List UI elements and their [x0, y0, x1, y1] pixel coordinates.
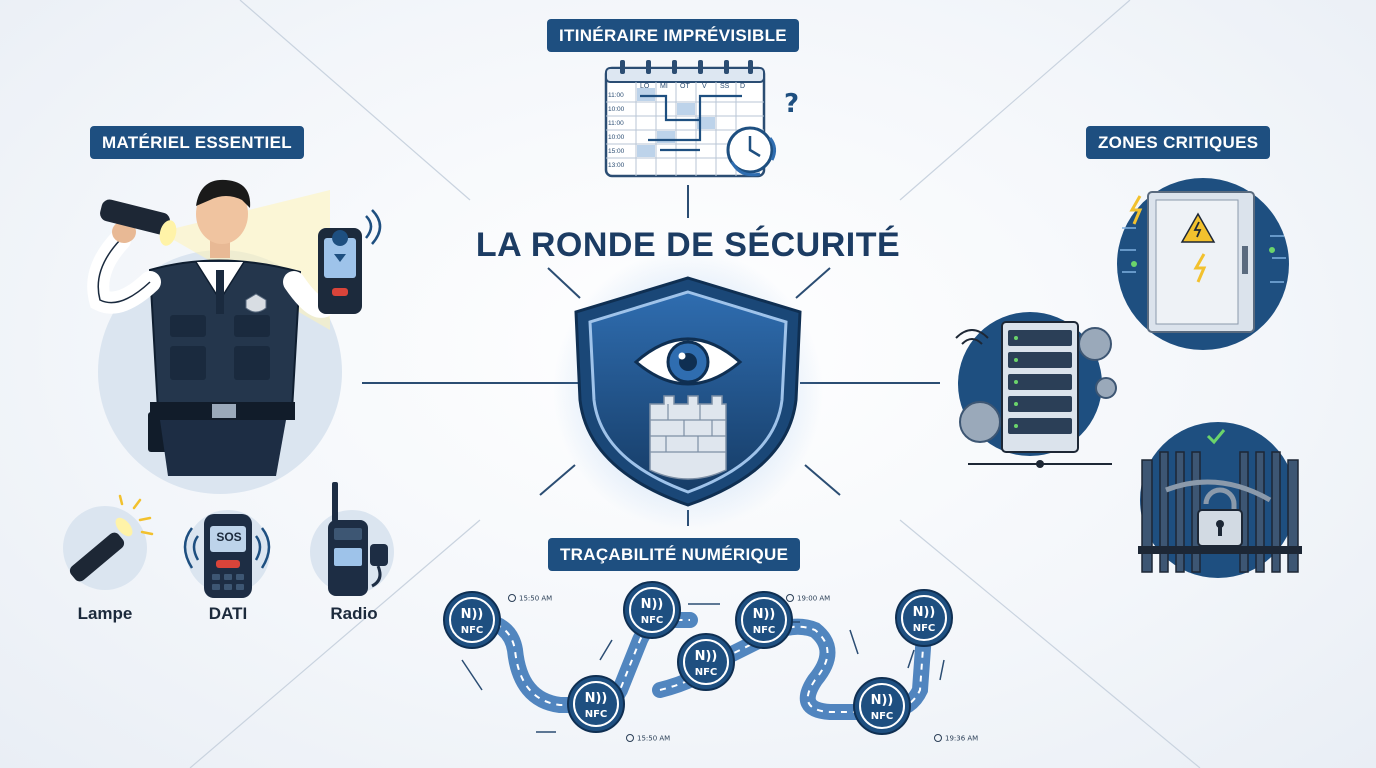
- flashlight-icon: [63, 494, 154, 590]
- nfc-checkpoint-icon: N)) NFC: [443, 591, 501, 649]
- nfc-checkpoint-icon: N)) NFC: [623, 581, 681, 639]
- nfc-checkpoint-icon: N)) NFC: [735, 591, 793, 649]
- nfc-nodes: N))NFCN))NFCN))NFCN))NFCN))NFCN))NFCN))N…: [443, 581, 953, 735]
- equipment-label-lampe: Lampe: [77, 604, 133, 623]
- nfc-checkpoint-icon: N)) NFC: [895, 589, 953, 647]
- nfc-label: NFC: [695, 667, 718, 678]
- connector-top-right: [795, 267, 831, 299]
- equipment-label-radio: Radio: [330, 604, 378, 623]
- calendar-day: LO: [640, 83, 650, 90]
- nfc-timestamp-text: 15:50 AM: [637, 735, 670, 743]
- connector-bottom-left: [539, 464, 576, 496]
- calendar-day: OT: [680, 83, 690, 90]
- section-label-materiel: MATÉRIEL ESSENTIEL: [90, 126, 304, 159]
- calendar-time: 11:00: [608, 92, 624, 99]
- connector-bottom-right: [804, 464, 841, 496]
- section-label-tracabilite: TRAÇABILITÉ NUMÉRIQUE: [548, 538, 801, 571]
- nfc-checkpoint-icon: N)) NFC: [567, 675, 625, 733]
- nfc-timestamp: 15:50 AM: [626, 734, 670, 743]
- calendar-day: SS: [720, 83, 730, 90]
- electrical-cabinet-icon: [1117, 178, 1289, 350]
- calendar-time: 11:00: [608, 120, 624, 127]
- calendar-day: V: [702, 83, 707, 90]
- calendar-time-column: 11:00 10:00 11:00 10:00 15:00 13:00: [608, 92, 636, 176]
- nfc-label: NFC: [461, 625, 484, 636]
- calendar-day: MI: [660, 83, 668, 90]
- calendar-time: 15:00: [608, 148, 625, 155]
- nfc-symbol: N)): [461, 607, 484, 622]
- calendar-time: 10:00: [608, 134, 625, 141]
- nfc-timestamp-text: 19:36 AM: [945, 735, 978, 743]
- server-rack-icon: [955, 312, 1117, 468]
- nfc-timestamp: 19:36 AM: [934, 734, 978, 743]
- nfc-timestamp: 19:00 AM: [786, 594, 830, 603]
- nfc-symbol: N)): [913, 605, 936, 620]
- nfc-symbol: N)): [753, 607, 776, 622]
- section-label-zones: ZONES CRITIQUES: [1086, 126, 1271, 159]
- calendar-time: 10:00: [608, 106, 625, 113]
- nfc-timestamp: 15:50 AM: [508, 594, 552, 603]
- radio-icon: [310, 482, 394, 596]
- main-title: LA RONDE DE SÉCURITÉ: [475, 226, 901, 264]
- nfc-timestamp-text: 19:00 AM: [797, 595, 830, 603]
- nfc-timestamps: 15:50 AM 19:00 AM 15:50 AM 19:36 AM: [508, 594, 978, 743]
- svg-text:?: ?: [784, 89, 799, 119]
- equipment-label-dati: DATI: [208, 604, 248, 623]
- connector-top-left: [547, 267, 581, 299]
- nfc-timestamp-text: 15:50 AM: [519, 595, 552, 603]
- sos-label: SOS: [216, 530, 242, 544]
- calendar-day-row: LO MI OT V SS D: [606, 82, 764, 102]
- nfc-symbol: N)): [585, 691, 608, 706]
- nfc-symbol: N)): [695, 649, 718, 664]
- nfc-label: NFC: [585, 709, 608, 720]
- nfc-label: NFC: [913, 623, 936, 634]
- nfc-label: NFC: [641, 615, 664, 626]
- nfc-symbol: N)): [641, 597, 664, 612]
- locked-gate-icon: [1138, 422, 1302, 578]
- nfc-label: NFC: [753, 625, 776, 636]
- calendar-day: D: [740, 83, 746, 90]
- calendar-time: 13:00: [608, 162, 625, 169]
- nfc-label: NFC: [871, 711, 894, 722]
- section-label-itineraire: ITINÉRAIRE IMPRÉVISIBLE: [547, 19, 799, 52]
- nfc-checkpoint-icon: N)) NFC: [853, 677, 911, 735]
- nfc-symbol: N)): [871, 693, 894, 708]
- nfc-checkpoint-icon: N)) NFC: [677, 633, 735, 691]
- dati-device-icon: [183, 510, 271, 598]
